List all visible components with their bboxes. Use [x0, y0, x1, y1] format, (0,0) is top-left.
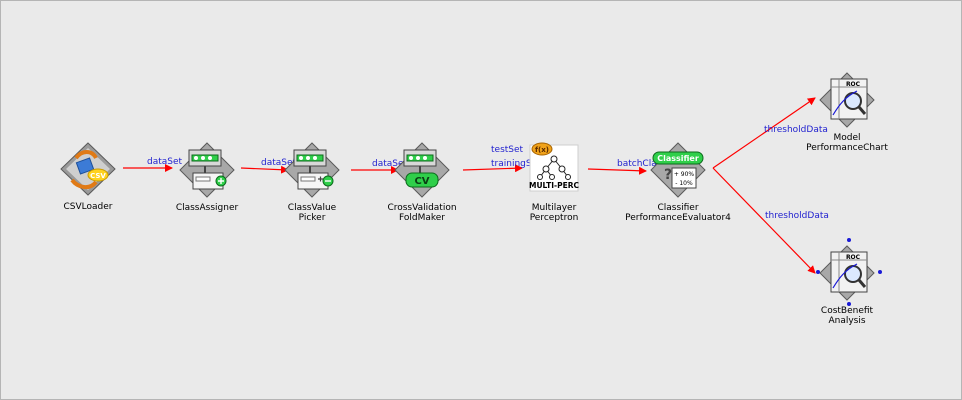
- percent-plus-text: + 90%: [674, 171, 695, 178]
- node-cost-benefit-analysis[interactable]: ROC CostBenefit Analysis: [792, 244, 902, 326]
- selection-handle-right[interactable]: [878, 270, 882, 274]
- classifier-evaluator-icon: Classifier ? + 90% - 10%: [650, 142, 706, 198]
- roc-label: ROC: [846, 81, 861, 88]
- connection-cv-mlp-testset[interactable]: [462, 164, 523, 173]
- connection-label-thresholddata-1: thresholdData: [764, 125, 828, 135]
- connection-label-batchclassifier: batchCla: [617, 159, 657, 169]
- node-label-line2: Picker: [298, 213, 326, 223]
- connection-mlp-eval[interactable]: [587, 166, 647, 175]
- node-label-line1: Model: [833, 133, 861, 143]
- connection-eval-cost[interactable]: [712, 167, 816, 274]
- class-assigner-icon: [179, 142, 235, 198]
- percent-minus-text: - 10%: [675, 180, 693, 187]
- node-multilayer-perceptron[interactable]: f(x) MULTI-PERC Multilayer Perceptron: [499, 141, 609, 223]
- node-cross-validation-fold-maker[interactable]: CV CrossValidation FoldMaker: [367, 141, 477, 223]
- cross-validation-icon: CV: [394, 142, 450, 198]
- classifier-badge-text: Classifier: [657, 154, 699, 163]
- connection-label-thresholddata-2: thresholdData: [765, 211, 829, 221]
- connection-label-dataset-2: dataSet: [261, 158, 297, 168]
- node-class-assigner[interactable]: ClassAssigner: [152, 141, 262, 213]
- selection-handle-top[interactable]: [847, 238, 851, 242]
- roc-chart-icon: ROC: [819, 245, 875, 301]
- node-class-value-picker[interactable]: ClassValue Picker: [257, 141, 367, 223]
- node-label-line1: ClassValue: [287, 203, 337, 213]
- connection-label-dataset-3: dataSet: [372, 159, 408, 169]
- class-value-picker-icon: [284, 142, 340, 198]
- selection-handle-left[interactable]: [816, 270, 820, 274]
- csv-badge-text: CSV: [90, 172, 106, 180]
- node-label-line2: PerformanceChart: [806, 143, 888, 153]
- mlp-badge-text: f(x): [535, 146, 549, 154]
- cv-badge-text: CV: [414, 176, 429, 187]
- connection-label-testset: testSet: [491, 145, 524, 155]
- node-label-line2: FoldMaker: [399, 213, 445, 223]
- node-label-line1: CrossValidation: [387, 203, 457, 213]
- node-label-line2: Analysis: [828, 316, 866, 326]
- node-label-line2: PerformanceEvaluator4: [625, 213, 731, 223]
- node-label-line1: Classifier: [657, 203, 699, 213]
- roc-chart-icon: ROC: [819, 72, 875, 128]
- selection-handle-bottom[interactable]: [847, 302, 851, 306]
- mlp-text: MULTI-PERC: [529, 181, 580, 190]
- roc-label: ROC: [846, 254, 861, 261]
- node-label: ClassAssigner: [175, 203, 239, 213]
- csv-loader-icon: CSV: [60, 142, 116, 196]
- node-classifier-performance-evaluator[interactable]: Classifier ? + 90% - 10% Classifier Perf…: [623, 141, 733, 223]
- node-label-line1: Multilayer: [531, 203, 577, 213]
- node-label: CSVLoader: [63, 202, 113, 212]
- node-csv-loader[interactable]: CSV CSVLoader: [33, 140, 143, 212]
- connection-label-trainingset: trainingS: [491, 159, 532, 169]
- node-label-line1: CostBenefit: [820, 306, 874, 316]
- connection-eval-chart[interactable]: [712, 97, 816, 169]
- node-label-line2: Perceptron: [529, 213, 579, 223]
- svg-text:?: ?: [664, 167, 672, 183]
- connection-assigner-picker[interactable]: [240, 165, 289, 174]
- node-model-performance-chart[interactable]: ROC Model PerformanceChart: [792, 71, 902, 153]
- connection-label-dataset-1: dataSet: [147, 157, 183, 167]
- multilayer-perceptron-icon: f(x) MULTI-PERC: [529, 142, 580, 192]
